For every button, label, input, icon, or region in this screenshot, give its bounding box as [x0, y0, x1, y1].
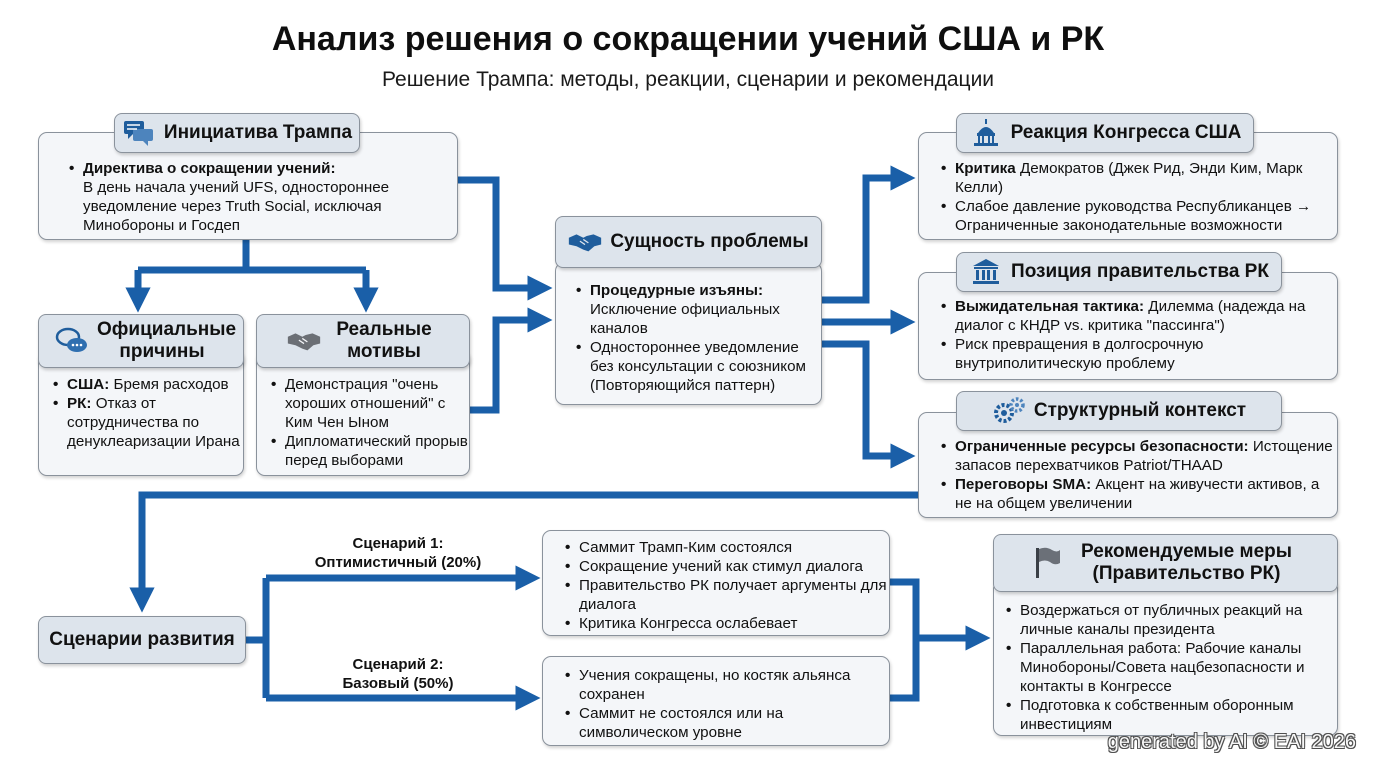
scenario1-item: Критика Конгресса ослабевает	[563, 614, 887, 633]
structural-item: Ограниченные ресурсы безопасности: Истощ…	[939, 437, 1335, 475]
handshake-icon	[287, 326, 321, 356]
scenario2-item: Учения сокращены, но костяк альянса сохр…	[563, 666, 887, 704]
page-subtitle: Решение Трампа: методы, реакции, сценари…	[381, 68, 995, 91]
structural-title: Структурный контекст	[1033, 400, 1247, 421]
structural-item: Переговоры SMA: Акцент на живучести акти…	[939, 475, 1335, 513]
core-problem-box: Процедурные изъяны: Исключение официальн…	[555, 262, 822, 405]
official-reasons-title: Официальные причины	[97, 319, 237, 362]
watermark: generated by AI © EAI 2026	[1107, 731, 1356, 753]
real-motives-box: Демонстрация "очень хороших отношений" с…	[256, 350, 470, 476]
initiative-item: Директива о сокращении учений:В день нач…	[67, 159, 447, 235]
arrow-s2-to-rec	[890, 638, 920, 702]
recommendation-item: Подготовка к собственным оборонным инвес…	[1004, 696, 1336, 734]
core-problem-header: Сущность проблемы	[555, 216, 822, 268]
arrow-core-to-congress	[822, 165, 916, 304]
trump-initiative-title: Инициатива Трампа	[163, 122, 353, 143]
scenario1-item: Саммит Трамп-Ким состоялся	[563, 538, 887, 557]
page-title: Анализ решения о сокращении учений США и…	[271, 20, 1105, 58]
rok-item: Риск превращения в долгосрочную внутрипо…	[939, 335, 1335, 373]
recommendations-title: Рекомендуемые меры (Правительство РК)	[1081, 541, 1292, 584]
structural-header: Структурный контекст	[956, 391, 1282, 431]
gears-icon	[992, 396, 1026, 426]
chat-bubbles-icon	[122, 118, 156, 148]
scenario1-item: Сокращение учений как стимул диалога	[563, 557, 887, 576]
rok-item: Выжидательная тактика: Дилемма (надежда …	[939, 297, 1335, 335]
rok-government-header: Позиция правительства РК	[956, 252, 1282, 292]
scenario1-box: Саммит Трамп-Ким состоялся Сокращение уч…	[542, 530, 890, 636]
scenarios-title: Сценарии развития	[49, 629, 235, 650]
official-reasons-box: США: Бремя расходов РК: Отказ от сотрудн…	[38, 350, 244, 476]
recommendation-item: Параллельная работа: Рабочие каналы Мино…	[1004, 639, 1336, 696]
core-problem-title: Сущность проблемы	[610, 231, 809, 252]
handshake-icon	[568, 227, 602, 257]
recommendation-item: Воздержаться от публичных реакций на лич…	[1004, 601, 1336, 639]
core-problem-item: Одностороннее уведомление без консультац…	[574, 338, 823, 395]
arrow-initiative-to-core	[458, 176, 553, 301]
scenario2-box: Учения сокращены, но костяк альянса сохр…	[542, 656, 890, 746]
scenarios-box: Сценарии развития	[38, 616, 246, 664]
arrow-core-to-structural	[822, 340, 916, 469]
core-problem-item: Процедурные изъяны: Исключение официальн…	[574, 281, 823, 338]
official-reason-item: США: Бремя расходов	[51, 375, 241, 394]
congress-item: Слабое давление руководства Республиканц…	[939, 197, 1335, 235]
real-motives-header: Реальные мотивы	[256, 314, 470, 368]
scenario1-item: Правительство РК получает аргументы для …	[563, 576, 887, 614]
arrow-motives-to-core	[470, 307, 553, 414]
rok-government-title: Позиция правительства РК	[1011, 261, 1269, 282]
congress-header: Реакция Конгресса США	[956, 113, 1254, 153]
arrow-structural-to-scenarios	[129, 491, 918, 613]
arrow-initiative-split	[138, 240, 366, 274]
flag-icon	[1030, 547, 1064, 578]
capitol-icon	[969, 118, 1003, 148]
congress-title: Реакция Конгресса США	[1010, 122, 1242, 143]
motive-item: Демонстрация "очень хороших отношений" с…	[269, 375, 469, 432]
government-building-icon	[969, 257, 1003, 287]
official-reason-item: РК: Отказ от сотрудничества по денуклеар…	[51, 394, 241, 451]
arrow-scenarios-split	[246, 578, 270, 698]
recommendations-header: Рекомендуемые меры (Правительство РК)	[993, 534, 1338, 592]
scenario1-label: Сценарий 1: Оптимистичный (20%)	[314, 535, 482, 571]
trump-initiative-header: Инициатива Трампа	[114, 113, 360, 153]
motive-item: Дипломатический прорыв перед выборами	[269, 432, 469, 470]
scenario2-item: Саммит не состоялся или на символическом…	[563, 704, 887, 742]
congress-item: Критика Демократов (Джек Рид, Энди Ким, …	[939, 159, 1335, 197]
recommendations-box: Воздержаться от публичных реакций на лич…	[993, 580, 1338, 736]
speech-bubbles-icon	[55, 326, 89, 356]
scenario2-label: Сценарий 2: Базовый (50%)	[342, 656, 454, 692]
arrow-s1-to-rec	[890, 578, 920, 638]
real-motives-title: Реальные мотивы	[336, 319, 432, 362]
official-reasons-header: Официальные причины	[38, 314, 244, 368]
